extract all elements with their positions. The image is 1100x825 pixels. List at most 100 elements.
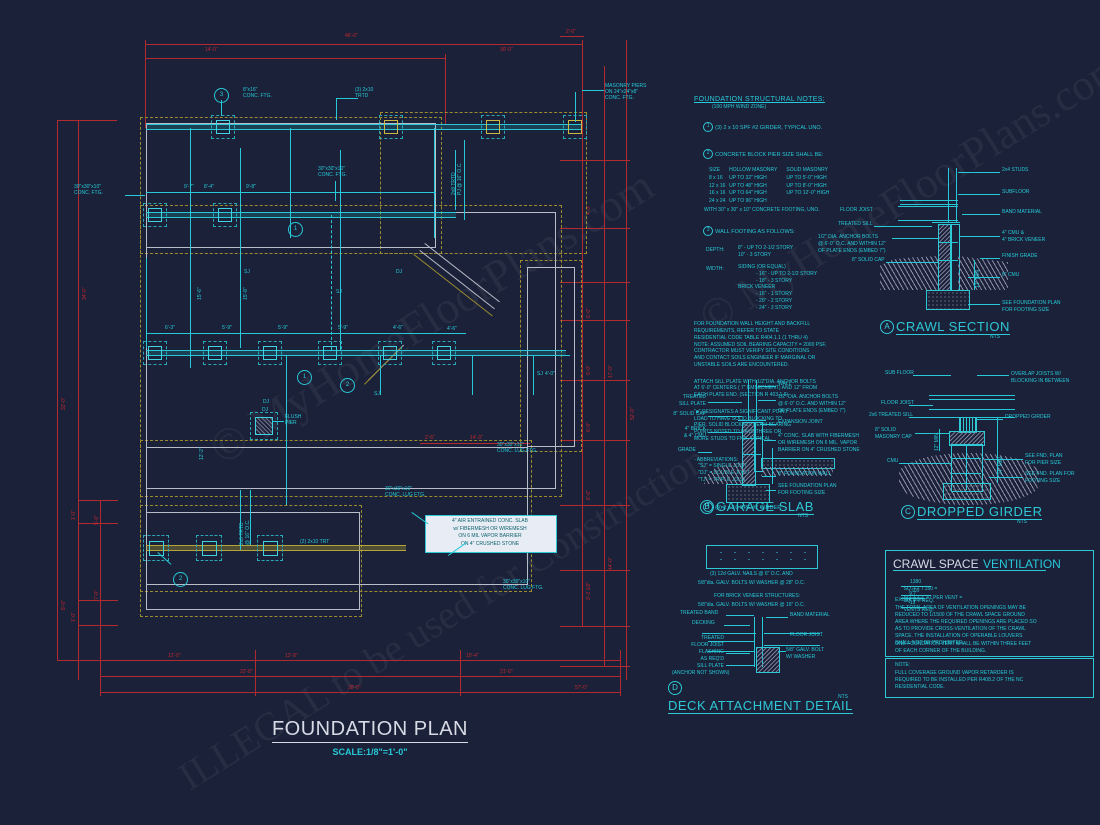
dim-left-7: 8'-0": [61, 600, 67, 610]
note-text-3: WALL FOOTING AS FOLLOWS:: [715, 228, 795, 235]
label-grade: GRADE: [678, 447, 696, 453]
leader-line: [272, 421, 284, 422]
floor-joist-top: [898, 206, 958, 207]
dim-right-10: 2'-0": [566, 29, 576, 35]
footing-dim-line: [974, 260, 975, 290]
wall-footing-depth-1: 8" - UP TO 2-1/2 STORY: [738, 244, 794, 251]
concrete-footing: [726, 484, 770, 503]
pier: [216, 120, 230, 134]
wall-footing-brick-1: - 16" - 1 STORY: [756, 291, 793, 298]
dim-12-min: 12" MIN.: [975, 268, 981, 288]
cell: 8 x 16: [709, 174, 723, 181]
detail-bubble-2-a[interactable]: 2: [340, 378, 355, 393]
vent-label-4: VENTS REQ.: [903, 607, 934, 613]
subfloor-line: [900, 200, 958, 201]
footing-outline-upper-right: [380, 112, 587, 254]
notes-subheading: (100 MPH WIND ZONE): [712, 104, 767, 111]
wall-footing-brick-3: - 24" - 3 STORY: [756, 304, 793, 311]
detail-garage-slab: WALL 1/2" DIA. ANCHOR BOLTS @ 6'-0" O.C.…: [673, 380, 890, 520]
detail-c-title: DROPPED GIRDER: [917, 504, 1043, 520]
dim-bottom-7: 57'-0": [575, 685, 588, 691]
dim-int-15-6: 15'-6": [197, 287, 203, 300]
leader-line: [909, 405, 933, 406]
label-treated-band: TREATED BAND: [680, 610, 719, 616]
detail-c-nts: NTS: [1017, 519, 1027, 525]
deck-note-3: FOR BRICK VENEER STRUCTURES:: [714, 593, 801, 599]
detail-a-title: CRAWL SECTION: [896, 319, 1010, 335]
detail-bubble-1-b[interactable]: 1: [297, 370, 312, 385]
wall-footing-width-label: WIDTH:: [706, 266, 724, 273]
leader-line: [726, 641, 750, 642]
joist-label-dj-3: DJ: [262, 407, 269, 413]
crushed-stone: [761, 467, 833, 476]
flush-pier-block: [255, 417, 273, 435]
label-sub-floor: SUB FLOOR: [885, 370, 914, 376]
cell: UP TO 32" HIGH: [729, 174, 767, 181]
leader-line: [575, 92, 576, 122]
ventilation-calc-line-2: 9.6 SQ. FT. / .47 PER VENT = 19 VENTS RE…: [895, 583, 965, 620]
leader-line: [708, 402, 742, 403]
leader-line: [762, 476, 776, 477]
title-block: FOUNDATION PLAN SCALE:1/8"=1'-0": [250, 718, 490, 757]
cmu-course-line: [742, 438, 761, 439]
plan-callout-masonry-piers: MASONRY PIERS ON 24"x24"x8" CONC. FTG.: [605, 83, 647, 101]
masonry-support: [756, 647, 780, 673]
slab-note-text: 4" AIR ENTRAINED CONC. SLAB w/ FIBERMESH…: [452, 518, 528, 547]
stud-line: [956, 168, 957, 223]
dim-right-5: 6'-0": [586, 490, 592, 500]
girder-lower: [146, 545, 406, 551]
dim-bottom-6: 10'-4": [466, 653, 479, 659]
leader-line: [985, 459, 1023, 460]
finish-grade-soil-right: [958, 256, 1008, 290]
deck-note-2: 5/8"dia. GALV. BOLTS W/ WASHER @ 28" O.C…: [698, 580, 805, 586]
label-band-material: BAND MATERIAL: [1002, 209, 1042, 215]
bolt-pattern-box: [706, 545, 818, 569]
footing-pad: [143, 341, 167, 365]
plan-callout-conc-ftg-30-b: 30"x30"x10" CONC. FTG.: [74, 184, 103, 196]
ventilation-calc-line-1: 1380 SQ. FT. / 150 = 9.7 SQ. FT. REQ.: [895, 574, 940, 611]
dim-int-9-8: 9'-8": [246, 184, 256, 190]
dim-left-5: 1'-0": [71, 510, 77, 520]
pier: [208, 346, 222, 360]
cmu-joint-line: [966, 444, 967, 490]
dim-bottom-2: 12'-8": [285, 653, 298, 659]
table-row: 12 x 16 UP TO 48" HIGH UP TO 8'-0" HIGH: [708, 183, 830, 191]
label-8-cmu: 8" CMU: [1002, 272, 1020, 278]
sub-floor-line: [929, 399, 1015, 400]
crawl-space-ventilation-panel: [885, 550, 1094, 657]
plan-callout-girder-2x10: (2) 2x10 TRT: [300, 539, 330, 545]
dim-top-3: 30'-0": [500, 47, 513, 53]
pier-table-footer: WITH 30" x 30" x 10" CONCRETE FOOTING, U…: [704, 206, 820, 213]
detail-d-title: DECK ATTACHMENT DETAIL: [668, 698, 853, 714]
plan-callout-lug-ftg-a: 30"x30"x10" CONC. LUG FTG.: [497, 442, 538, 454]
col-header-size: SIZE: [709, 167, 721, 174]
leader-line: [764, 440, 776, 441]
label-band-material: BAND MATERIAL: [790, 612, 830, 618]
footing-pad: [318, 341, 342, 365]
cell: UP TO 48" HIGH: [729, 182, 767, 189]
dim-left-1: 32'-0": [61, 397, 67, 410]
wall-footing-brick-label: BRICK VENEER: [738, 284, 776, 291]
label-treated-sill-plate: TREATED SILL PLATE: [679, 394, 706, 407]
finish-grade-soil: [880, 256, 938, 290]
detail-tag-b: B: [700, 500, 714, 514]
detail-bubble-1-a[interactable]: 1: [288, 222, 303, 237]
vapor-retarder-note-panel: [885, 658, 1094, 698]
label-8-foundation-wall: 8" FOUNDATION WALL: [778, 471, 832, 477]
floor-joist-line: [929, 409, 1015, 410]
label-conc-slab: 4" CONC. SLAB WITH FIBERMESH OR WIREMESH…: [778, 433, 860, 453]
solid-masonry-cap: [949, 431, 985, 446]
pier: [437, 346, 451, 360]
slab-note-box: [425, 515, 557, 553]
label-floor-joist: FLOOR JOIST: [881, 400, 914, 406]
treated-joist-line: [708, 651, 754, 652]
dim-line-12-min: [939, 429, 940, 451]
label-subfloor: SUBFLOOR: [1002, 189, 1030, 195]
dim-left-2: 34'-0": [82, 287, 88, 300]
dim-top-2: 46'-0": [345, 33, 358, 39]
label-brick-cmu: 4" BRICK & 4" CMU: [683, 426, 706, 439]
grid-line-v7: [455, 150, 456, 210]
cell: 24 x 24: [709, 198, 726, 205]
detail-bubble-2-b[interactable]: 2: [173, 572, 188, 587]
